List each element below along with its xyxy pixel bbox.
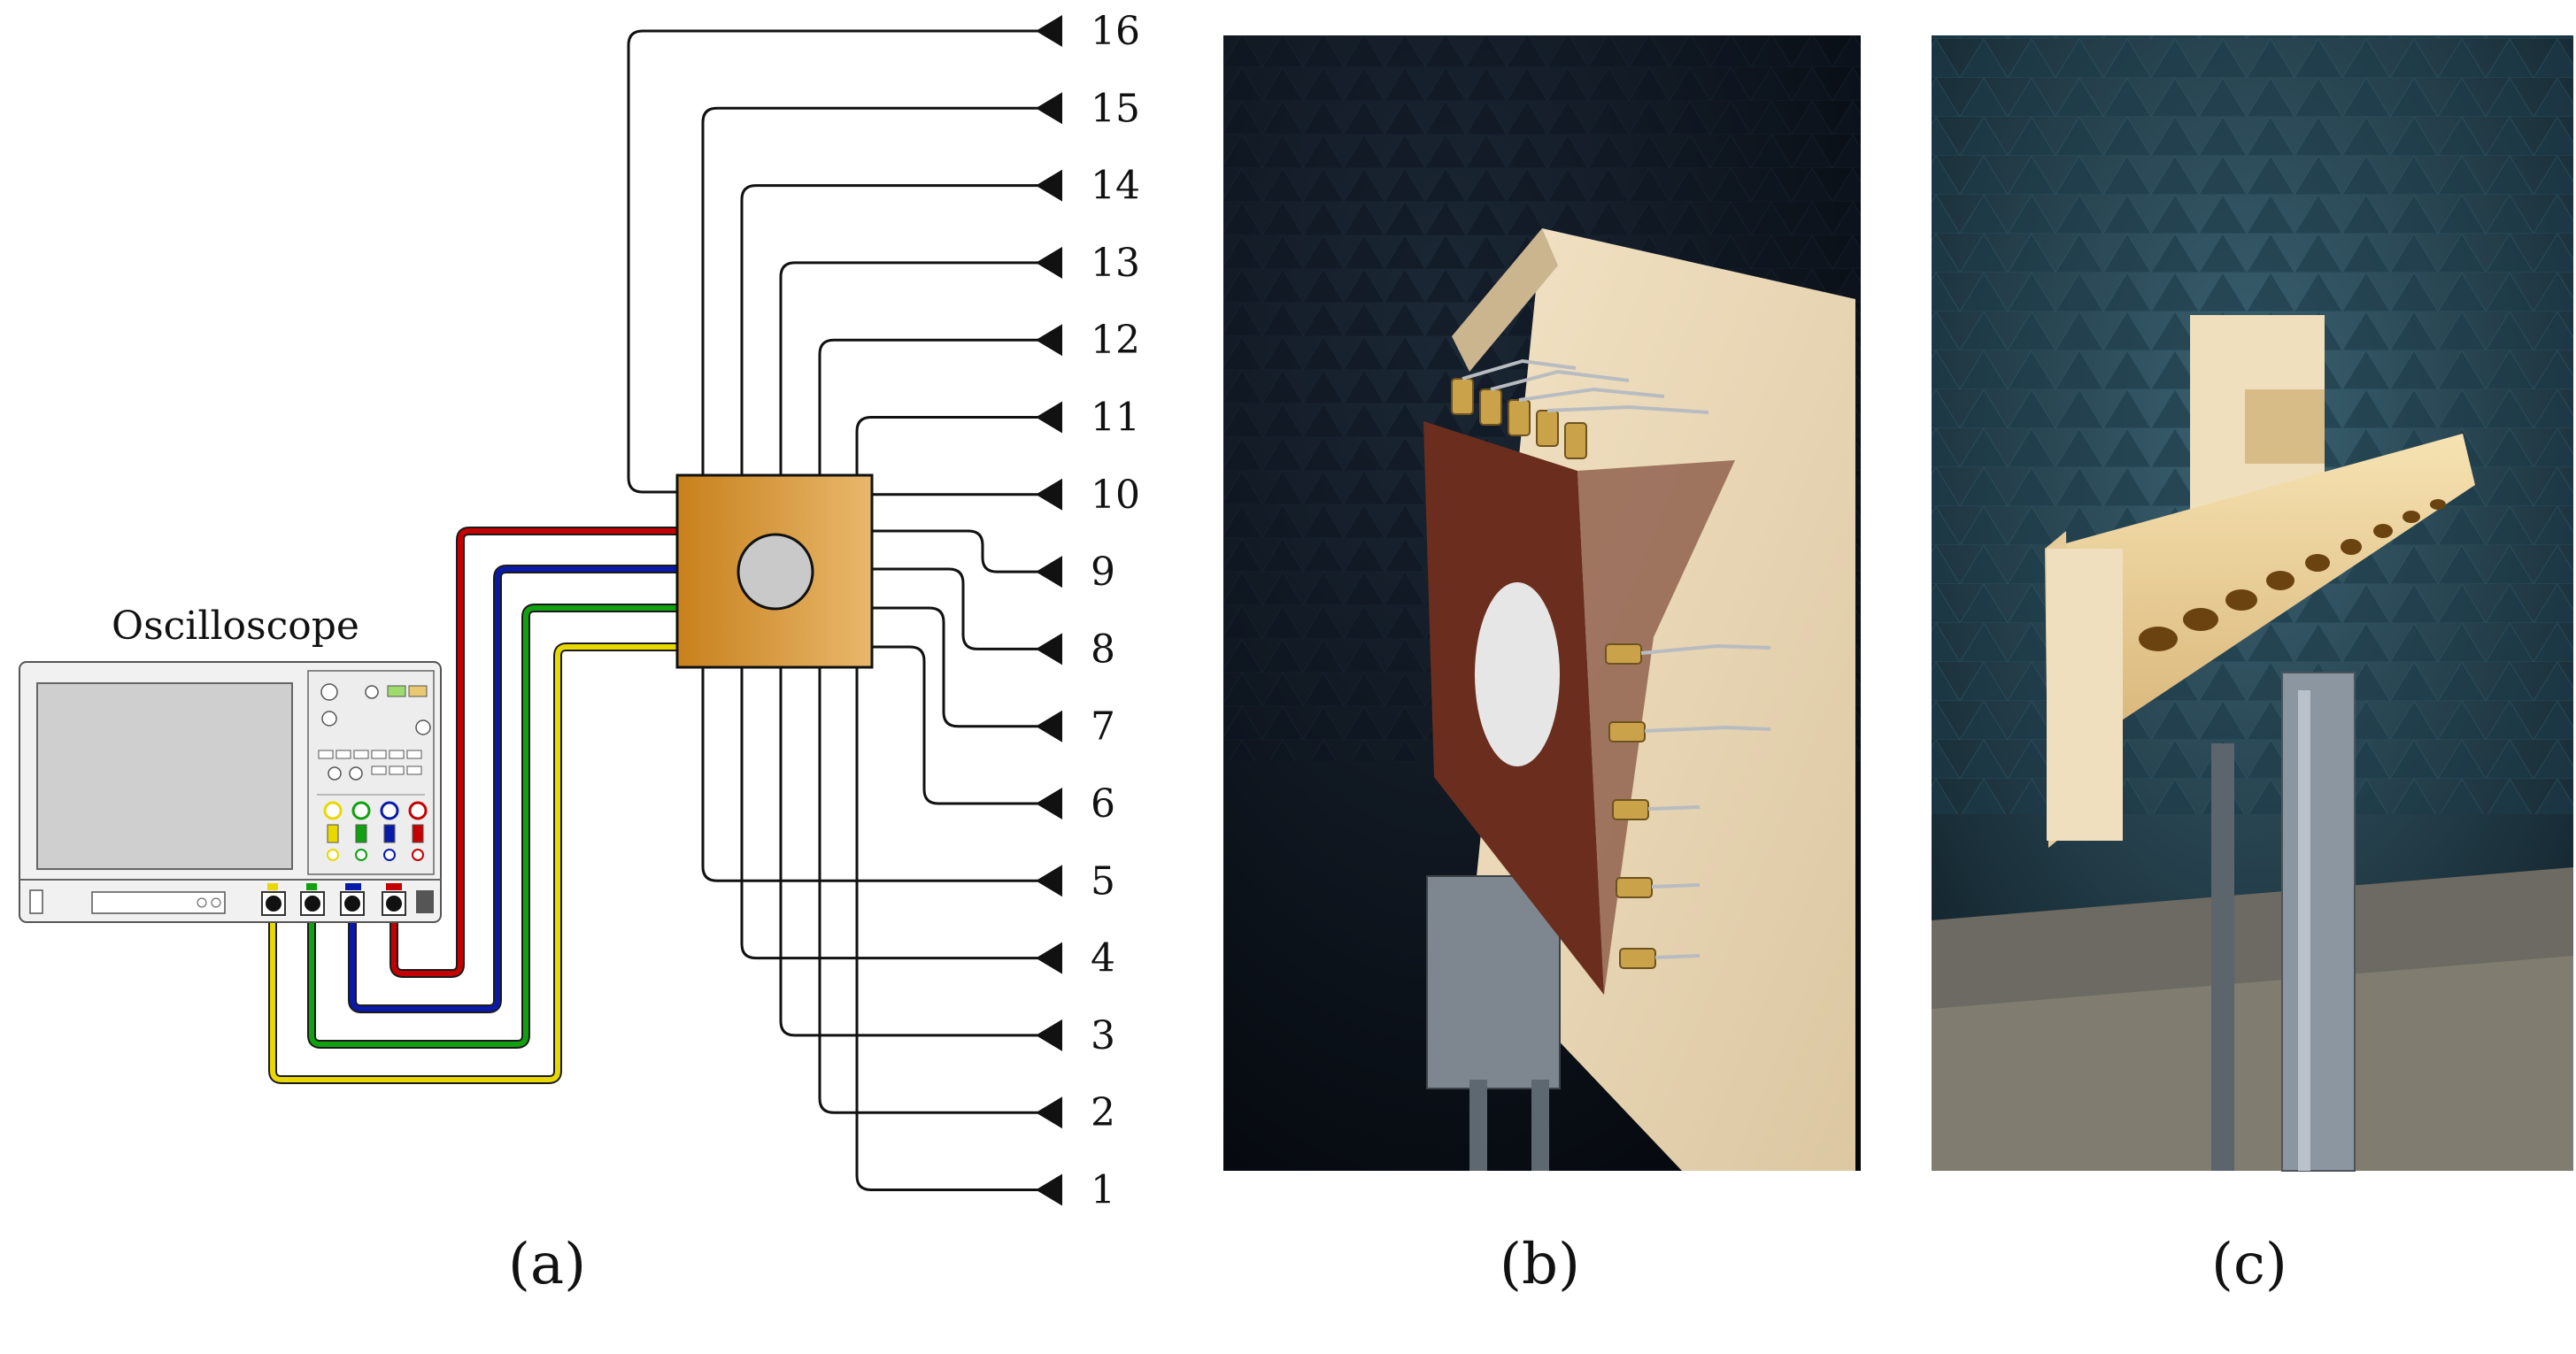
coax-cables bbox=[268, 527, 677, 1084]
knob-icon bbox=[365, 685, 379, 699]
port-number-15: 15 bbox=[1091, 86, 1140, 131]
port-number-6: 6 bbox=[1091, 781, 1115, 827]
channel-1-knob-icon bbox=[323, 801, 343, 820]
feed-line-8 bbox=[872, 567, 1062, 650]
port-number-2: 2 bbox=[1091, 1090, 1115, 1135]
oscilloscope-screen bbox=[36, 682, 293, 870]
port-marker-11 bbox=[1036, 401, 1062, 434]
feed-line-14 bbox=[740, 184, 1062, 475]
port-number-7: 7 bbox=[1091, 704, 1115, 750]
antenna-module bbox=[675, 473, 874, 669]
pcb-patch bbox=[1475, 582, 1560, 766]
feed-line-13 bbox=[779, 261, 1062, 475]
feed-line-7 bbox=[872, 606, 1062, 728]
port-number-14: 14 bbox=[1091, 164, 1140, 209]
panel-a-schematic: 16 15 14 13 12 11 10 9 8 7 6 5 4 3 2 1 Oscilloscope bbox=[19, 9, 1140, 1297]
feed-line-9 bbox=[872, 529, 1062, 573]
feed-line-5 bbox=[701, 667, 1062, 882]
feed-line-11 bbox=[855, 416, 1062, 475]
feed-line-4 bbox=[740, 667, 1062, 960]
oscilloscope-label: Oscilloscope bbox=[112, 604, 359, 649]
feed-line-3 bbox=[779, 667, 1062, 1037]
knob-icon bbox=[415, 719, 431, 735]
foam-beam bbox=[2047, 434, 2475, 758]
port-marker-1 bbox=[1036, 1173, 1062, 1206]
knob-icon bbox=[320, 683, 338, 701]
port-marker-2 bbox=[1036, 1096, 1062, 1129]
channel-2-knob-icon bbox=[351, 801, 371, 820]
cable-green-core bbox=[309, 605, 677, 1047]
cable-red-core bbox=[391, 528, 677, 976]
port-marker-4 bbox=[1036, 942, 1062, 974]
port-marker-5 bbox=[1036, 865, 1062, 897]
port-marker-10 bbox=[1036, 478, 1062, 511]
feed-line-15 bbox=[701, 106, 1062, 475]
port-number-8: 8 bbox=[1091, 627, 1115, 672]
oscilloscope: Oscilloscope bbox=[19, 604, 442, 923]
port-number-10: 10 bbox=[1091, 473, 1140, 518]
feed-line-16 bbox=[627, 29, 1062, 494]
feed-line-12 bbox=[818, 338, 1062, 475]
port-markers: 16 15 14 13 12 11 10 9 8 7 6 5 4 3 2 1 bbox=[1036, 9, 1140, 1213]
feed-line-2 bbox=[818, 667, 1062, 1114]
caption-c: (c) bbox=[2211, 1232, 2287, 1297]
port-marker-15 bbox=[1036, 92, 1062, 125]
knob-icon bbox=[321, 711, 337, 727]
channel-inputs bbox=[261, 891, 406, 916]
port-marker-9 bbox=[1036, 556, 1062, 589]
feed-lines bbox=[627, 29, 1062, 1191]
usb-slot bbox=[91, 891, 226, 914]
sma-connectors bbox=[1451, 378, 1656, 969]
port-marker-6 bbox=[1036, 788, 1062, 819]
channel-4-knob-icon bbox=[408, 801, 428, 820]
port-marker-12 bbox=[1036, 324, 1062, 357]
port-marker-16 bbox=[1036, 15, 1062, 47]
port-number-16: 16 bbox=[1091, 9, 1140, 54]
module-aperture bbox=[737, 533, 814, 611]
panel-b-photo: (b) bbox=[1223, 35, 1861, 1297]
port-marker-8 bbox=[1036, 633, 1062, 665]
port-number-4: 4 bbox=[1091, 936, 1115, 981]
panel-c-photo: (c) bbox=[1932, 35, 2573, 1297]
port-number-3: 3 bbox=[1091, 1013, 1115, 1058]
port-number-5: 5 bbox=[1091, 858, 1115, 904]
port-marker-13 bbox=[1036, 246, 1062, 279]
port-number-1: 1 bbox=[1091, 1168, 1115, 1213]
port-marker-7 bbox=[1036, 710, 1062, 742]
port-number-13: 13 bbox=[1091, 241, 1140, 286]
cable-yellow-core bbox=[270, 644, 677, 1082]
caption-a: (a) bbox=[508, 1232, 586, 1297]
power-button-icon bbox=[29, 889, 43, 914]
port-marker-3 bbox=[1036, 1019, 1062, 1051]
port-marker-14 bbox=[1036, 169, 1062, 202]
feed-line-1 bbox=[855, 667, 1062, 1191]
port-number-12: 12 bbox=[1091, 318, 1140, 363]
cable-blue-core bbox=[350, 566, 677, 1012]
feed-line-6 bbox=[872, 645, 1062, 805]
caption-b: (b) bbox=[1500, 1232, 1580, 1297]
port-number-11: 11 bbox=[1091, 396, 1140, 441]
port-number-9: 9 bbox=[1091, 550, 1115, 595]
array-elements bbox=[2139, 499, 2446, 651]
channel-3-knob-icon bbox=[380, 801, 399, 820]
